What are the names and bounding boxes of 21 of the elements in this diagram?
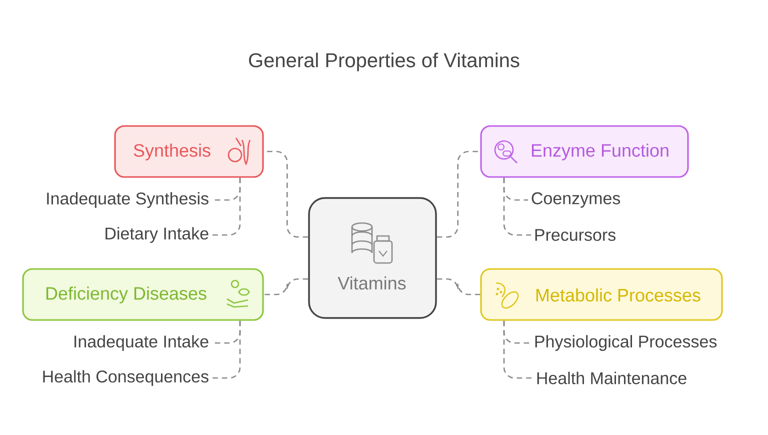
category-box: Deficiency Diseases	[22, 268, 264, 321]
item-text: Inadequate Intake	[74, 335, 208, 351]
category-box: Metabolic Processes	[480, 268, 723, 321]
item-text: Health Maintenance	[537, 372, 686, 384]
connector	[503, 178, 531, 236]
connector	[436, 278, 480, 296]
category-box: Synthesis	[114, 125, 264, 178]
connector	[212, 320, 241, 379]
connector	[503, 320, 533, 379]
center-box: Vitamins	[308, 197, 437, 319]
title: General Properties of Vitamins	[249, 52, 520, 72]
connector	[436, 150, 480, 238]
item-text: Precursors	[535, 229, 616, 241]
item-text: Inadequate Synthesis	[47, 192, 208, 208]
category-box: Enzyme Function	[480, 125, 689, 178]
item-text: Coenzymes	[532, 192, 620, 208]
connector	[212, 178, 241, 236]
connector	[264, 278, 308, 296]
item-text: Dietary Intake	[106, 227, 208, 243]
item-text: Health Consequences	[43, 370, 208, 386]
item-text: Physiological Processes	[535, 335, 717, 351]
